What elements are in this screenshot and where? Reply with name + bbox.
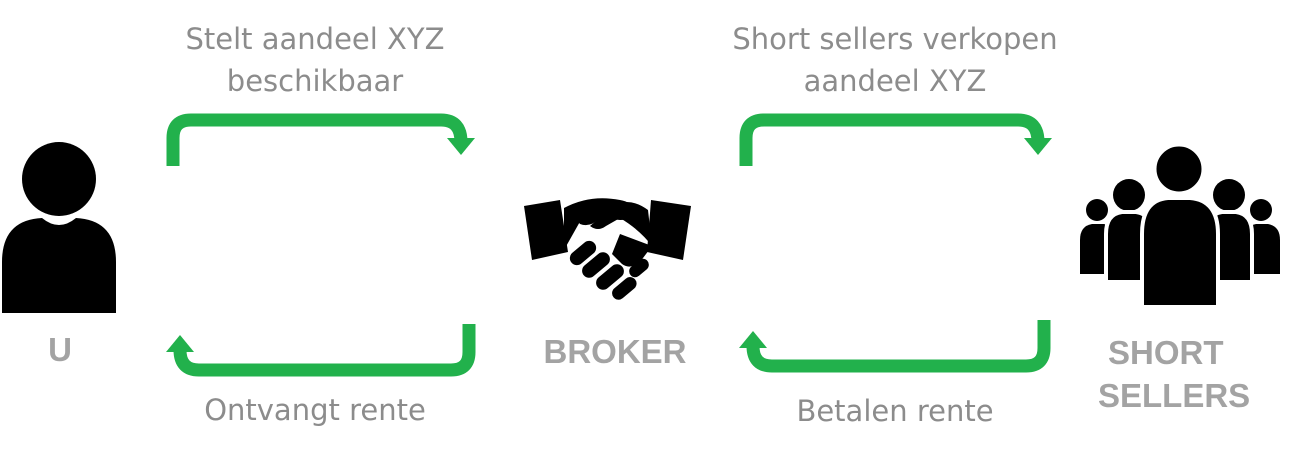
label-bottom-right: Betalen rente	[796, 394, 994, 428]
label-top-left: Stelt aandeel XYZ beschikbaar	[160, 18, 470, 102]
label-top-right-line1: Short sellers verkopen	[732, 22, 1058, 56]
actor-sellers-line1: SHORT	[1108, 334, 1224, 371]
actor-you-label: U	[48, 331, 72, 368]
actor-sellers-line2: SELLERS	[1098, 377, 1251, 414]
person-icon	[2, 142, 116, 313]
label-top-left-line1: Stelt aandeel XYZ	[185, 22, 445, 56]
actor-sellers-label: SHORT SELLERS	[1090, 331, 1280, 417]
label-top-right: Short sellers verkopen aandeel XYZ	[690, 18, 1100, 102]
group-icon	[1080, 143, 1280, 309]
label-top-right-line2: aandeel XYZ	[803, 64, 987, 98]
label-top-left-line2: beschikbaar	[226, 64, 404, 98]
label-bottom-left: Ontvangt rente	[204, 393, 426, 427]
actor-broker-label: BROKER	[543, 333, 687, 370]
handshake-icon	[524, 198, 691, 300]
